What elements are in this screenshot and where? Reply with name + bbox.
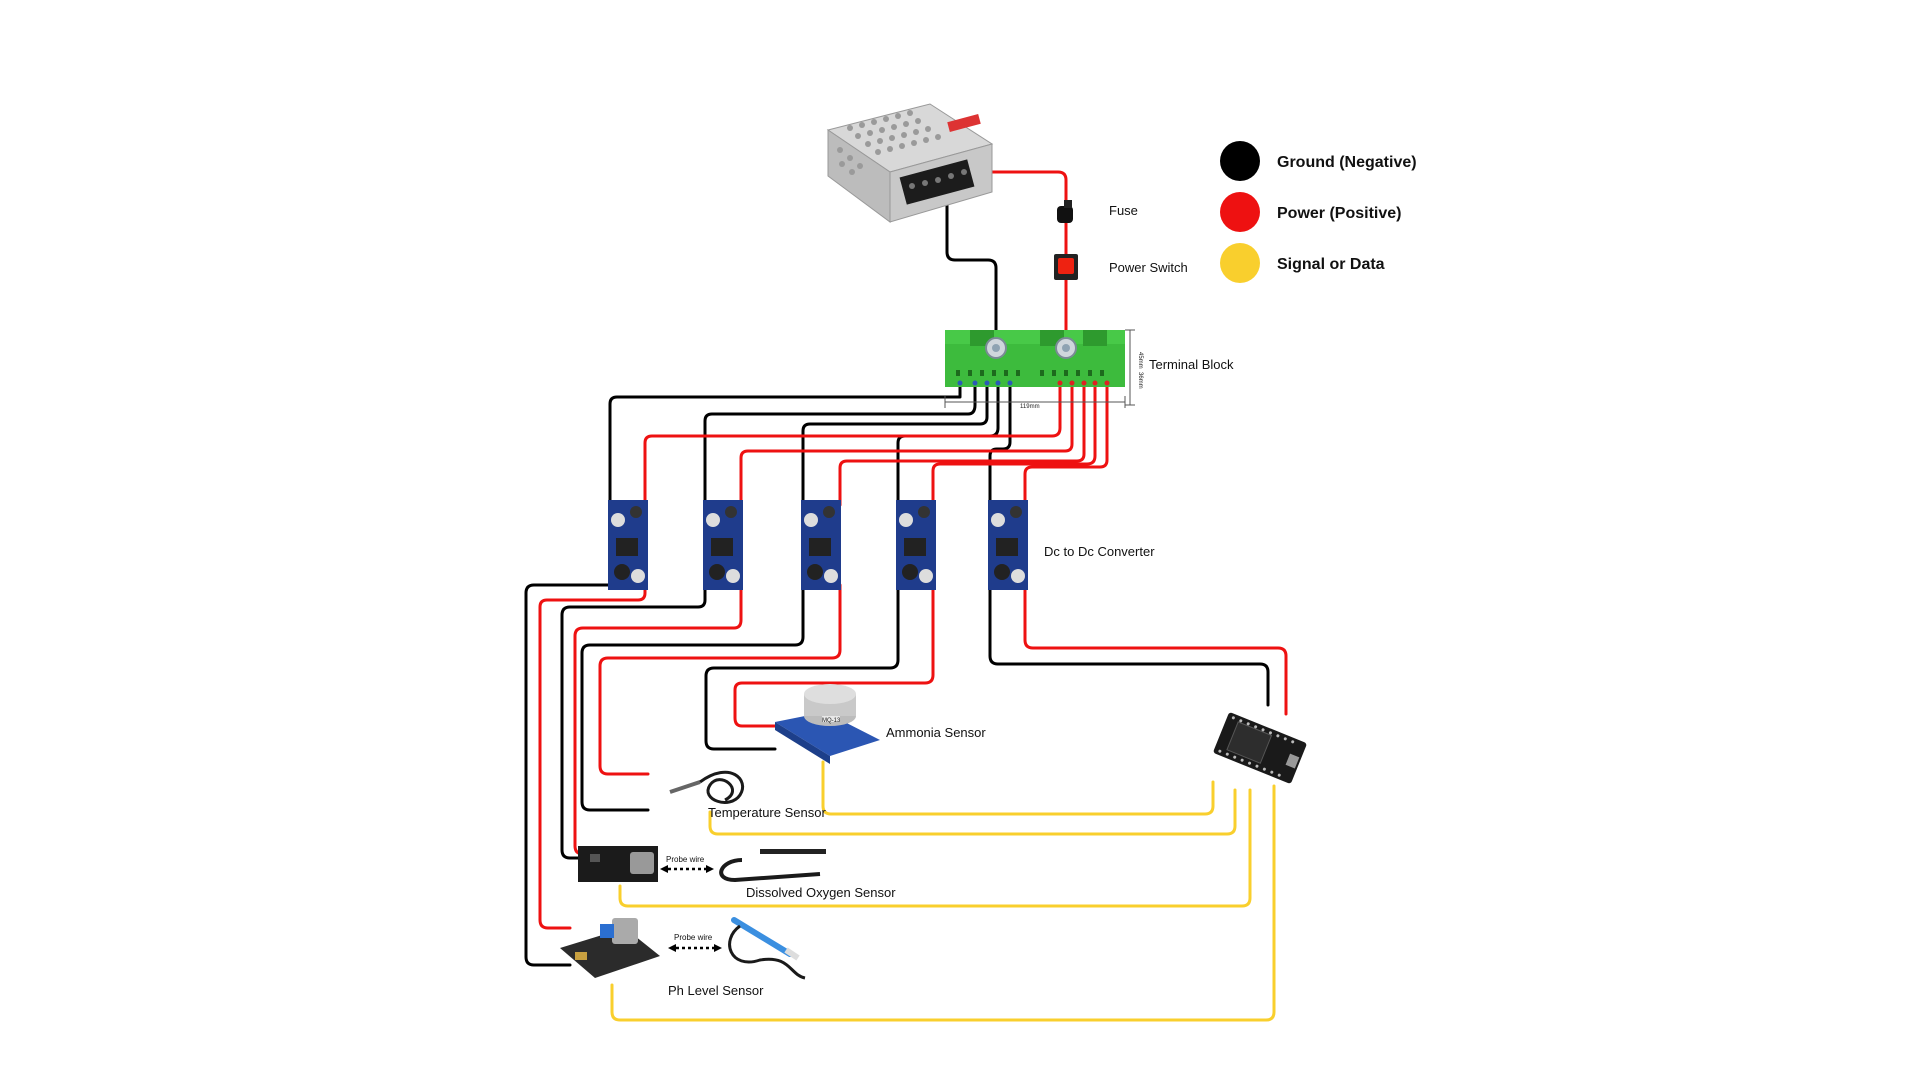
dc-converter-2 <box>703 500 743 590</box>
legend-signal-swatch <box>1220 243 1260 283</box>
dissolved-oxygen-probe <box>719 849 826 883</box>
legend-power-label: Power (Positive) <box>1277 205 1401 222</box>
probe-wire-label-1: Probe wire <box>666 855 705 864</box>
terminal-block-height-bottom: 36mm <box>1137 372 1143 389</box>
ph-level-sensor-label: Ph Level Sensor <box>668 983 764 998</box>
ammonia-sensor-label: Ammonia Sensor <box>886 725 986 740</box>
ph-sensor-board <box>560 918 660 978</box>
ground-wire-conv-2 <box>703 385 977 507</box>
legend-power-swatch <box>1220 192 1260 232</box>
ammonia-sensor <box>775 684 880 764</box>
ground-wire-conv-4 <box>896 385 1000 507</box>
legend-ground-label: Ground (Negative) <box>1277 154 1417 171</box>
fuse <box>1057 200 1073 223</box>
power-wire-conv-4 <box>931 385 1097 507</box>
do-power-wire <box>573 583 743 856</box>
psu-power-wire <box>973 170 1068 347</box>
ground-wire-conv-3 <box>801 385 989 507</box>
ph-signal-wire <box>610 784 1276 1022</box>
temp-signal-wire <box>708 788 1237 836</box>
power-switch[interactable] <box>1054 254 1078 280</box>
dc-converter-label: Dc to Dc Converter <box>1044 544 1155 559</box>
esp-power-wire <box>1023 583 1288 716</box>
temperature-sensor <box>669 770 745 804</box>
ammonia-chip-text: MQ-13 <box>822 718 841 724</box>
dissolved-oxygen-sensor-board <box>578 846 658 882</box>
probe-wire-label-2: Probe wire <box>674 933 713 942</box>
probe-wire-arrow-2 <box>668 944 722 952</box>
temp-ground-wire <box>580 583 805 812</box>
psu-ground-wire <box>945 168 998 347</box>
terminal-block-height-top: 45mm <box>1137 352 1143 369</box>
power-wire-conv-5 <box>1023 385 1109 507</box>
dc-converter-3 <box>801 500 841 590</box>
terminal-block-width: 119mm <box>1020 404 1040 410</box>
ammonia-signal-wire <box>821 760 1215 816</box>
terminal-block-label: Terminal Block <box>1149 357 1234 372</box>
dc-converter-5 <box>988 500 1028 590</box>
dissolved-oxygen-sensor-label: Dissolved Oxygen Sensor <box>746 885 896 900</box>
dc-converter-1 <box>608 500 648 590</box>
ph-probe <box>728 917 806 980</box>
fuse-label: Fuse <box>1109 203 1138 218</box>
ph-ground-wire <box>524 583 614 967</box>
do-ground-wire <box>560 583 707 860</box>
temp-power-wire <box>598 583 842 776</box>
power-wire-conv-2 <box>739 385 1074 507</box>
temperature-sensor-label: Temperature Sensor <box>708 805 826 820</box>
power-wire-conv-1 <box>643 385 1062 507</box>
legend-ground-swatch <box>1220 141 1260 181</box>
power-switch-label: Power Switch <box>1109 260 1188 275</box>
ammonia-power-wire <box>733 583 935 728</box>
power-wire-conv-3 <box>838 385 1086 507</box>
esp32-board <box>1213 712 1307 784</box>
ammonia-ground-wire <box>704 583 900 751</box>
ground-wire-conv-1 <box>608 385 962 507</box>
probe-wire-arrow-1 <box>660 865 714 873</box>
esp-ground-wire <box>988 583 1270 707</box>
power-supply-unit <box>826 103 994 223</box>
do-signal-wire <box>618 788 1252 908</box>
terminal-block <box>944 329 1135 408</box>
legend-signal-label: Signal or Data <box>1277 256 1385 273</box>
ph-power-wire <box>538 583 647 930</box>
ground-wire-conv-5 <box>988 385 1012 507</box>
legend: Ground (Negative) Power (Positive) Signa… <box>1220 141 1417 283</box>
dc-converter-4 <box>896 500 936 590</box>
